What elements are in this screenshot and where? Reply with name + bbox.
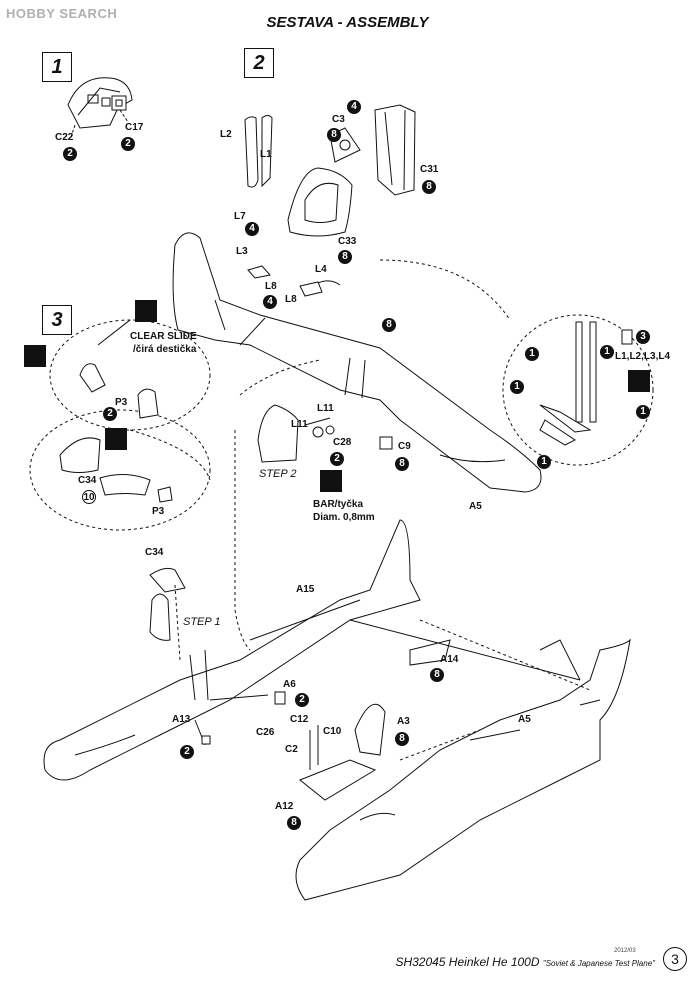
part-label: C2 bbox=[285, 744, 298, 755]
quantity-badge: 1 bbox=[600, 345, 614, 359]
part-label: L3 bbox=[236, 246, 248, 257]
glue-hand-icon bbox=[135, 300, 157, 322]
kit-subtitle: "Soviet & Japanese Test Plane" bbox=[542, 959, 655, 968]
watermark: HOBBY SEARCH bbox=[6, 6, 118, 21]
part-label: C12 bbox=[290, 714, 309, 725]
guide-lines bbox=[174, 584, 591, 691]
part-label: A6 bbox=[283, 679, 296, 690]
part-label: C33 bbox=[338, 236, 357, 247]
part-label: A3 bbox=[397, 716, 410, 727]
step-3-marker: 3 bbox=[42, 305, 72, 335]
quantity-badge: 2 bbox=[63, 147, 77, 161]
quantity-badge: 10 bbox=[82, 490, 96, 504]
step-1-label: STEP 1 bbox=[183, 616, 221, 628]
quantity-badge: 8 bbox=[395, 732, 409, 746]
quantity-badge: 1 bbox=[636, 405, 650, 419]
quantity-badge: 4 bbox=[347, 100, 361, 114]
part-label: C9 bbox=[398, 441, 411, 452]
seat-inset-drawing bbox=[234, 404, 335, 651]
cockpit-parts-drawing bbox=[149, 567, 386, 801]
clear-slide-note: CLEAR SLIDE bbox=[130, 331, 197, 342]
print-date: 2012/03 bbox=[614, 948, 636, 954]
step-2-marker: 2 bbox=[244, 48, 274, 78]
quantity-badge: 8 bbox=[338, 250, 352, 264]
kit-code: SH32045 Heinkel He 100D bbox=[395, 955, 540, 969]
quantity-badge: 2 bbox=[330, 452, 344, 466]
step-2-label: STEP 2 bbox=[259, 468, 297, 480]
detail-circle bbox=[379, 259, 654, 466]
kit-title: SH32045 Heinkel He 100D "Soviet & Japane… bbox=[395, 955, 655, 969]
part-label: A14 bbox=[440, 654, 459, 665]
part-label: L8 bbox=[285, 294, 297, 305]
diameter-note: Diam. 0,8mm bbox=[313, 512, 375, 523]
part-label: L11 bbox=[291, 419, 308, 430]
quantity-badge: 2 bbox=[180, 745, 194, 759]
quantity-badge: 2 bbox=[121, 137, 135, 151]
part-label: C10 bbox=[323, 726, 342, 737]
quantity-badge: 4 bbox=[245, 222, 259, 236]
part-label: L7 bbox=[234, 211, 246, 222]
part-label: A15 bbox=[296, 584, 315, 595]
part-label: A5 bbox=[469, 501, 482, 512]
part-label: C22 bbox=[55, 132, 74, 143]
part-label: L4 bbox=[315, 264, 327, 275]
quantity-badge: 8 bbox=[327, 128, 341, 142]
part-label: C28 bbox=[333, 437, 352, 448]
part-label: L1 bbox=[260, 149, 272, 160]
fold-icon bbox=[628, 370, 650, 392]
cut-icon bbox=[105, 428, 127, 450]
instrument-panel-drawing bbox=[67, 77, 133, 141]
quantity-badge: 1 bbox=[510, 380, 524, 394]
part-label: P3 bbox=[115, 397, 128, 408]
upper-wing-drawing bbox=[172, 232, 542, 493]
part-label: P3 bbox=[152, 506, 165, 517]
quantity-badge: 8 bbox=[395, 457, 409, 471]
page-title: SESTAVA - ASSEMBLY bbox=[266, 14, 429, 31]
lower-wing-drawing bbox=[43, 519, 581, 781]
canopy-drawing bbox=[59, 319, 173, 503]
quantity-badge: 4 bbox=[263, 295, 277, 309]
quantity-badge: 8 bbox=[430, 668, 444, 682]
quantity-badge: 8 bbox=[382, 318, 396, 332]
part-label: C34 bbox=[78, 475, 97, 486]
part-label: L2 bbox=[220, 129, 232, 140]
part-label: L11 bbox=[317, 403, 334, 414]
clear-slide-note-cz: /čirá destička bbox=[133, 344, 197, 355]
quantity-badge: 3 bbox=[636, 330, 650, 344]
part-label: A12 bbox=[275, 801, 294, 812]
part-label: C17 bbox=[125, 122, 144, 133]
quantity-badge: 8 bbox=[287, 816, 301, 830]
quantity-badge: 2 bbox=[295, 693, 309, 707]
glue-hand-icon bbox=[320, 470, 342, 492]
part-label: A13 bbox=[172, 714, 191, 725]
part-label: C34 bbox=[145, 547, 164, 558]
part-label: C26 bbox=[256, 727, 275, 738]
quantity-badge: 8 bbox=[422, 180, 436, 194]
part-label: A5 bbox=[518, 714, 531, 725]
cut-icon bbox=[24, 345, 46, 367]
part-label: C31 bbox=[420, 164, 439, 175]
part-label: C3 bbox=[332, 114, 345, 125]
quantity-badge: 2 bbox=[103, 407, 117, 421]
part-label: L8 bbox=[265, 281, 277, 292]
quantity-badge: 1 bbox=[525, 347, 539, 361]
step-1-marker: 1 bbox=[42, 52, 72, 82]
part-group-label: L1,L2,L3,L4 bbox=[615, 351, 671, 362]
quantity-badge: 1 bbox=[537, 455, 551, 469]
bar-note: BAR/tyčka bbox=[313, 499, 364, 510]
fuselage-drawing bbox=[295, 638, 631, 901]
page-number: 3 bbox=[663, 947, 687, 971]
